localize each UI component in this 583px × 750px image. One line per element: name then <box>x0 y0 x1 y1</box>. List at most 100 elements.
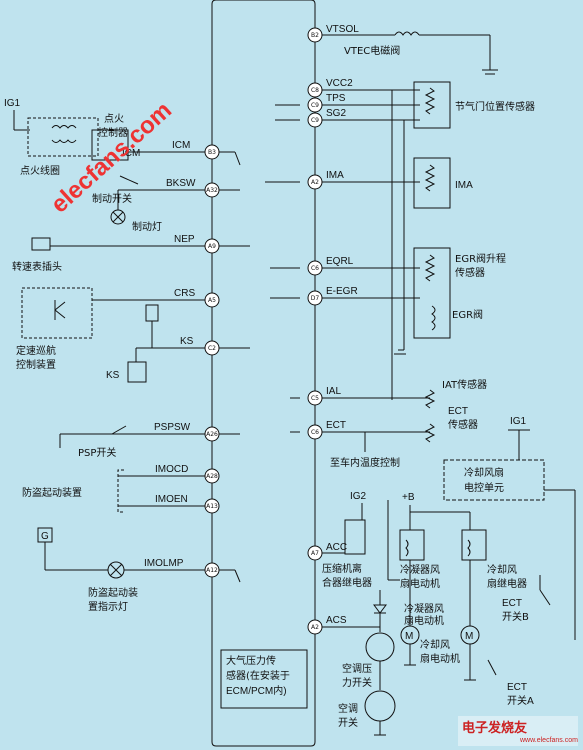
ignition-coil-label: 点火线圈 <box>20 164 60 177</box>
pin-code-icm: B3 <box>208 149 216 156</box>
brake-lamp-label: 制动灯 <box>132 220 162 233</box>
ecm-module: 大气压力传 感器(在安装于 ECM/PCM内) <box>211 0 316 747</box>
pin-label-bksw: BKSW <box>166 178 196 189</box>
ect-sensor-label-2: 传感器 <box>448 418 478 431</box>
pin-label-imolmp: IMOLMP <box>144 558 184 569</box>
pin-code-ial: C5 <box>311 395 319 402</box>
cond-motor-label-1: 冷凝器风 <box>404 602 444 615</box>
pin-label-vtsol: VTSOL <box>326 24 359 35</box>
cond-relay-label-1: 冷凝器风 <box>400 563 440 576</box>
pin-label-ect: ECT <box>326 420 346 431</box>
cruise-control-box <box>21 287 93 339</box>
egr-valve-label: EGR阀 <box>452 308 483 321</box>
pin-label-ks: KS <box>180 336 194 347</box>
pin-code-imocd: A28 <box>206 473 218 480</box>
cool-motor-label-1: 冷却风 <box>420 638 450 651</box>
pin-label-crs: CRS <box>174 288 195 299</box>
ecm-label-line-1: 大气压力传 <box>226 654 276 667</box>
condenser-fan-relay <box>399 529 425 561</box>
immobilizer-label: 防盗起动装置 <box>22 486 82 499</box>
brake-switch-label: 制动开关 <box>92 192 132 205</box>
throttle-sensor-label: 节气门位置传感器 <box>455 100 535 113</box>
throttle-sensor-box <box>413 81 451 129</box>
ac-pressure-switch <box>365 632 395 662</box>
fan-unit-label-1: 冷却风扇 <box>464 466 504 479</box>
pin-label-acs: ACS <box>326 615 347 626</box>
pin-label-imocd: IMOCD <box>155 464 188 475</box>
left-pins: IG1 点火线圈 点火 控制器 ICM B3 ICM A32 BKSW 制动开关… <box>4 98 250 613</box>
imo-lamp-label-1: 防盗起动装 <box>88 586 138 599</box>
baro-sensor-box <box>220 649 308 709</box>
tacho-label: 转速表插头 <box>12 260 62 273</box>
plus-b-label: +B <box>402 492 415 503</box>
imo-lamp-label-2: 置指示灯 <box>88 600 128 613</box>
knock-sensor <box>127 361 147 383</box>
ima-box <box>413 157 451 209</box>
egr-box <box>413 247 451 339</box>
ignition-coil <box>27 117 99 157</box>
cool-relay-label-2: 扇继电器 <box>487 577 527 590</box>
ks-shield <box>145 304 159 322</box>
ect-sensor-label-1: ECT <box>448 406 468 417</box>
cruise-label-2: 控制装置 <box>16 358 56 371</box>
ect-switch-b-label-2: 开关B <box>502 610 529 623</box>
igniter <box>91 129 129 161</box>
ac-relay-label-1: 压缩机离 <box>322 562 362 575</box>
g-label: G <box>41 531 49 542</box>
ecm-label-line-2: 感器(在安装于 <box>226 669 290 682</box>
iat-sensor-label: IAT传感器 <box>442 378 487 391</box>
pin-code-tps: C9 <box>311 102 319 109</box>
right-pins: B2 VTSOL VTEC电磁阀 C8 VCC2 C9 TPS C9 SG2 节… <box>265 24 576 736</box>
pin-code-nep: A9 <box>208 243 216 250</box>
ac-pressure-label-1: 空调压 <box>342 662 372 675</box>
ac-switch <box>364 690 396 722</box>
fan-unit-label-2: 电控单元 <box>464 481 504 494</box>
pin-code-vtsol: B2 <box>311 32 319 39</box>
pin-label-eqrl: EQRL <box>326 256 354 267</box>
pin-code-ks: C2 <box>208 345 216 352</box>
vtec-valve-label: VTEC电磁阀 <box>344 44 400 57</box>
pin-label-ima: IMA <box>326 170 344 181</box>
igniter-label-1: 点火 <box>104 113 124 125</box>
icm-small-label: ICM <box>122 148 140 159</box>
pin-code-acc: A7 <box>311 550 319 557</box>
cool-relay-label-1: 冷却风 <box>487 563 517 576</box>
pin-label-ial: IAL <box>326 386 341 397</box>
pin-code-ima: A2 <box>311 179 319 186</box>
watermark-corner: 电子发烧友 <box>462 720 527 736</box>
cool-motor-label-2: 扇电动机 <box>420 652 460 665</box>
pin-label-acc: ACC <box>326 542 347 553</box>
svg-text:M: M <box>465 631 473 642</box>
ks-label: KS <box>106 370 120 381</box>
pin-code-imolmp: A12 <box>206 567 218 574</box>
igniter-label-2: 控制器 <box>98 126 128 139</box>
cruise-label-1: 定速巡航 <box>16 344 56 357</box>
pin-label-imoen: IMOEN <box>155 494 188 505</box>
pin-code-ect: C6 <box>311 429 319 436</box>
temp-control-label: 至车内温度控制 <box>330 456 400 469</box>
pin-code-crs: A5 <box>208 297 216 304</box>
ac-switch-label-1: 空调 <box>338 702 358 715</box>
pin-label-sg2: SG2 <box>326 108 346 119</box>
pin-label-eegr: E-EGR <box>326 286 358 297</box>
ect-switch-b-label-1: ECT <box>502 598 522 609</box>
pin-code-imoen: A13 <box>206 503 218 510</box>
pin-label-vcc2: VCC2 <box>326 78 353 89</box>
pin-label-icm: ICM <box>172 140 190 151</box>
pin-code-acs: A2 <box>311 624 319 631</box>
pin-code-sg2: C9 <box>311 117 319 124</box>
pin-label-pspsw: PSPSW <box>154 422 191 433</box>
cond-motor-label-2: 扇电动机 <box>404 614 444 627</box>
pin-label-nep: NEP <box>174 234 195 245</box>
watermark-corner-url: www.elecfans.com <box>519 737 578 744</box>
cond-relay-label-2: 扇电动机 <box>400 577 440 590</box>
fan-control-unit <box>443 459 545 501</box>
pin-code-eegr: D7 <box>311 295 320 302</box>
ac-relay <box>344 519 366 555</box>
cooling-fan-relay <box>461 529 487 561</box>
ac-pressure-label-2: 力开关 <box>342 676 372 689</box>
psp-switch-label: PSP开关 <box>78 446 116 459</box>
pin-code-vcc2: C8 <box>311 87 319 94</box>
ig2-label: IG2 <box>350 491 367 502</box>
ecm-label-line-3: ECM/PCM内) <box>226 684 287 697</box>
